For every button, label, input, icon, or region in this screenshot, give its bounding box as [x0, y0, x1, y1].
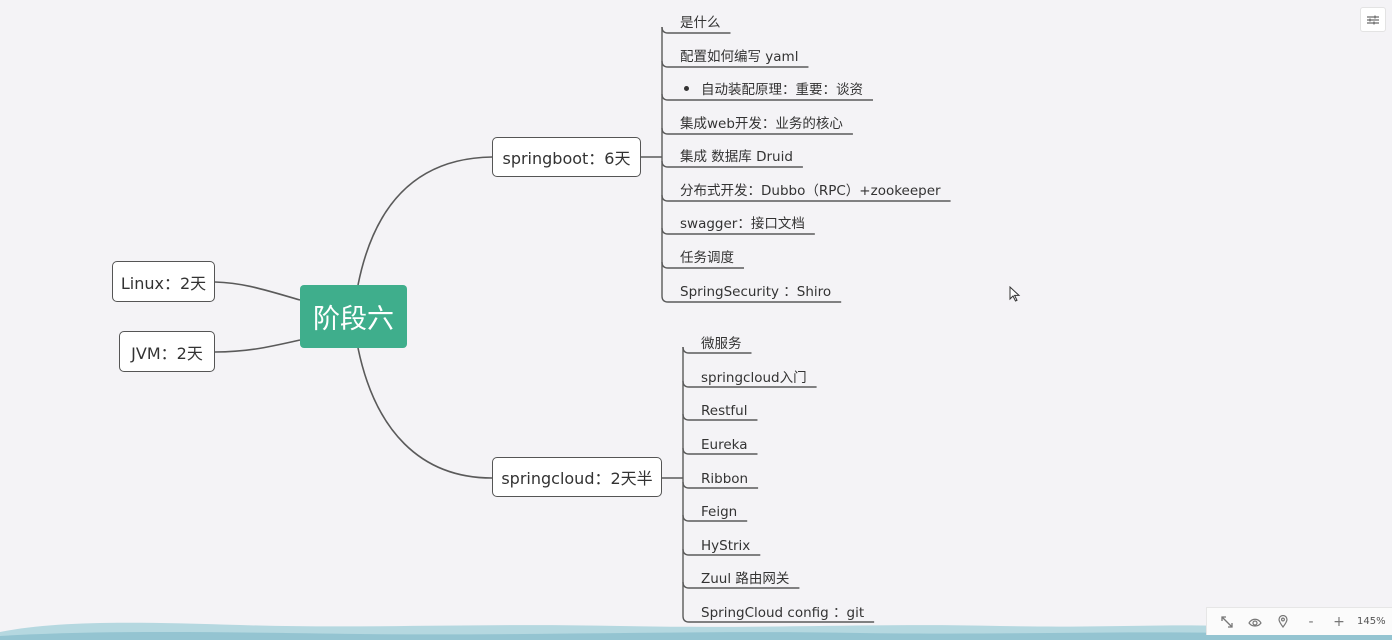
fit-screen-button[interactable] [1215, 611, 1239, 633]
link-root-jvm [214, 339, 301, 353]
zoom-in-icon: + [1333, 613, 1345, 630]
springcloud-item[interactable]: Zuul 路由网关 [701, 571, 790, 587]
springcloud-item[interactable]: springcloud入门 [701, 370, 807, 386]
bottom-toolbar: - + 145% [1206, 607, 1392, 635]
leaf-underline [661, 295, 842, 303]
springcloud-item[interactable]: SpringCloud config ：git [701, 605, 865, 621]
node-jvm[interactable]: JVM：2天 [119, 331, 215, 372]
locate-button[interactable] [1271, 611, 1295, 633]
settings-button[interactable] [1360, 7, 1386, 32]
springcloud-item[interactable]: Ribbon [701, 471, 749, 487]
springboot-item[interactable]: 是什么 [680, 15, 721, 31]
springboot-item[interactable]: 自动装配原理：重要：谈资 [684, 82, 863, 98]
zoom-out-button[interactable]: - [1299, 611, 1323, 633]
springboot-item[interactable]: 分布式开发：Dubbo（RPC）+zookeeper [680, 183, 941, 199]
springcloud-item[interactable]: Feign [701, 504, 738, 520]
springboot-item-label: 自动装配原理：重要：谈资 [701, 82, 863, 98]
springcloud-item[interactable]: Restful [701, 403, 748, 419]
springcloud-item[interactable]: HyStrix [701, 538, 751, 554]
springboot-item[interactable]: 配置如何编写 yaml [680, 49, 799, 65]
springboot-item[interactable]: 集成 数据库 Druid [680, 149, 793, 165]
node-springboot[interactable]: springboot：6天 [492, 137, 641, 177]
springboot-item[interactable]: 任务调度 [680, 250, 734, 266]
eye-icon [1248, 618, 1262, 627]
link-root-linux [214, 281, 301, 301]
preview-button[interactable] [1243, 611, 1267, 633]
mouse-cursor-icon [1009, 286, 1021, 302]
root-node[interactable]: 阶段六 [300, 285, 407, 348]
node-linux[interactable]: Linux：2天 [112, 261, 215, 302]
zoom-level: 145% [1357, 616, 1386, 627]
node-springcloud[interactable]: springcloud：2天半 [492, 457, 662, 497]
leaf-underline [682, 615, 875, 623]
sliders-icon [1367, 15, 1379, 24]
location-pin-icon [1278, 615, 1288, 628]
springboot-item[interactable]: 集成web开发：业务的核心 [680, 116, 843, 132]
springboot-item[interactable]: swagger：接口文档 [680, 216, 805, 232]
springcloud-item[interactable]: 微服务 [701, 336, 742, 352]
link-root-springcloud [357, 347, 493, 479]
zoom-in-button[interactable]: + [1327, 611, 1351, 633]
bottom-decoration [0, 622, 1392, 640]
springboot-item[interactable]: SpringSecurity ：Shiro [680, 284, 832, 300]
link-root-springboot [357, 156, 493, 286]
bullet-marker [684, 85, 689, 91]
fit-screen-icon [1221, 615, 1233, 628]
springcloud-item[interactable]: Eureka [701, 437, 748, 453]
zoom-out-icon: - [1308, 613, 1314, 630]
